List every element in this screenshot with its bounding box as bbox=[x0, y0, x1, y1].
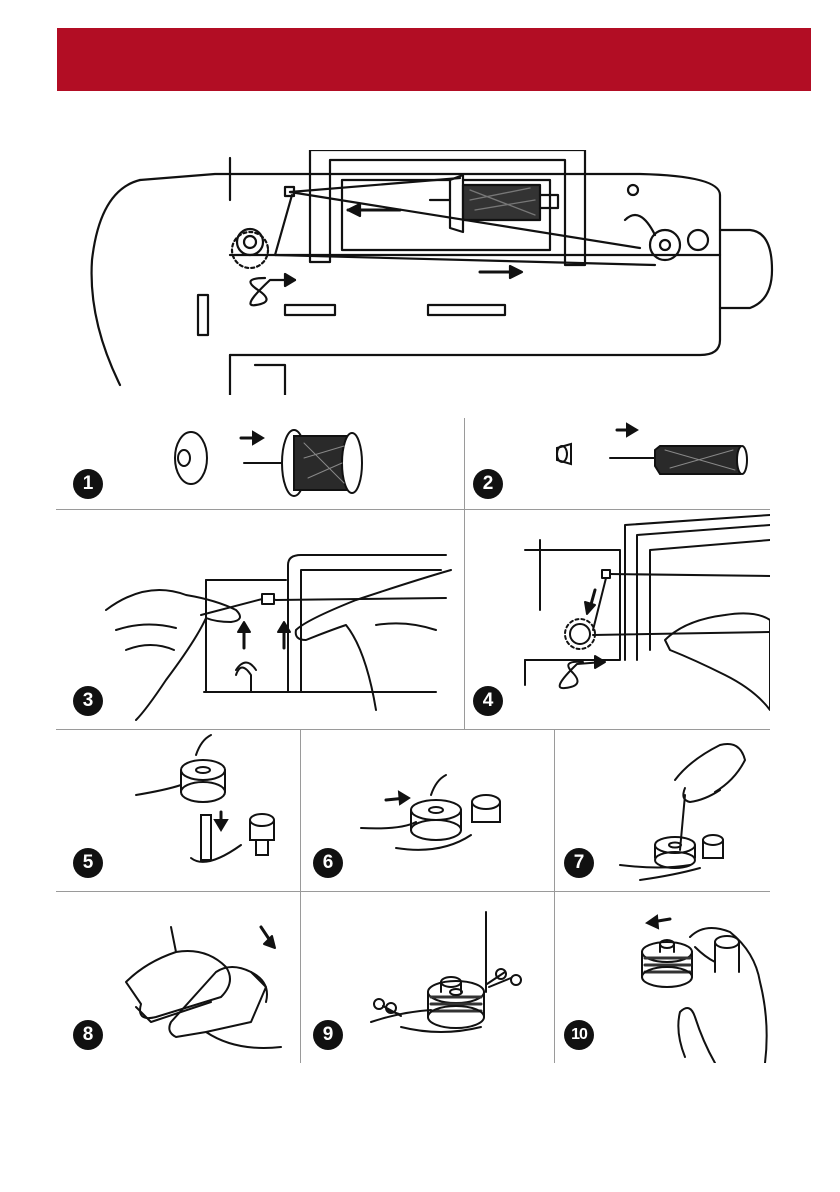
step-10-panel: 10 bbox=[555, 892, 770, 1063]
step-number-badge: 6 bbox=[313, 848, 343, 878]
sewing-machine-illustration bbox=[80, 150, 780, 395]
steps-grid: 1 2 bbox=[56, 418, 770, 1063]
step-9-panel: 9 bbox=[301, 892, 554, 1063]
step-1-panel: 1 bbox=[56, 418, 464, 509]
step-7-panel: 7 bbox=[555, 730, 770, 891]
step-8-panel: 8 bbox=[56, 892, 300, 1063]
step-number-badge: 10 bbox=[564, 1020, 594, 1050]
step-6-panel: 6 bbox=[301, 730, 554, 891]
step-4-panel: 4 bbox=[465, 510, 770, 729]
step-5-panel: 5 bbox=[56, 730, 300, 891]
small-spool-cap-and-thread-spool-icon bbox=[465, 418, 770, 509]
step-number-badge: 1 bbox=[73, 469, 103, 499]
step-number-badge: 2 bbox=[473, 469, 503, 499]
sewing-machine-icon bbox=[80, 150, 780, 395]
thread-around-tension-disc-icon bbox=[465, 510, 770, 729]
step-number-badge: 8 bbox=[73, 1020, 103, 1050]
step-number-badge: 5 bbox=[73, 848, 103, 878]
header-banner bbox=[57, 28, 811, 91]
step-number-badge: 7 bbox=[564, 848, 594, 878]
step-number-badge: 4 bbox=[473, 686, 503, 716]
step-number-badge: 3 bbox=[73, 686, 103, 716]
step-3-panel: 3 bbox=[56, 510, 464, 729]
step-2-panel: 2 bbox=[465, 418, 770, 509]
spool-cap-and-thread-spool-icon bbox=[56, 418, 464, 509]
hands-threading-guide-icon bbox=[56, 510, 464, 729]
step-number-badge: 9 bbox=[313, 1020, 343, 1050]
